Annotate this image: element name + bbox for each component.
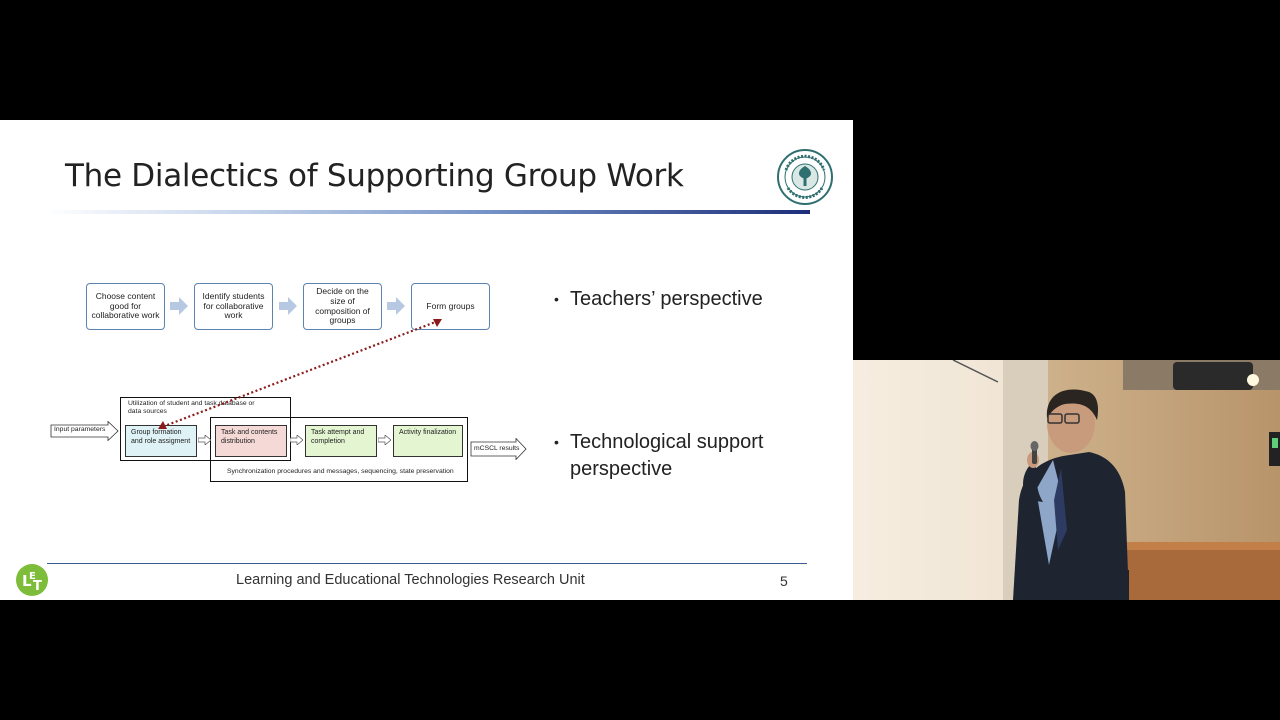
utilization-frame [120,397,291,461]
slide-page-number: 5 [780,573,788,589]
output-arrow-icon [470,438,527,460]
bullet-teachers-text: Teachers’ perspective [570,288,763,310]
mcscl-results-label: mCSCL results [474,445,520,452]
flow-arrow-icon [170,297,188,315]
stage-task-attempt: Task attempt and completion [305,425,377,457]
footer-rule [47,563,807,564]
synchronization-frame [210,417,468,482]
dotted-connector-arrow [158,319,442,429]
input-arrow-icon [50,421,119,441]
title-underline [44,210,810,214]
bullet-technological: • Technological support perspective [554,429,800,483]
flow-arrow-icon [279,297,297,315]
synchronization-label: Synchronization procedures and messages,… [227,468,454,475]
let-lab-logo-icon: L E T [16,564,48,596]
bullet-dot-icon: • [554,291,559,307]
footer-unit-name: Learning and Educational Technologies Re… [236,572,585,588]
flow-step-identify-students: Identify students for collaborative work [194,283,273,330]
speaker-image [853,360,1280,600]
stage-arrow-icon [198,435,211,445]
svg-text:L: L [22,572,32,590]
stage-group-formation: Group formation and role assigment [125,425,197,457]
flow-step-decide-size: Decide on the size of composition of gro… [303,283,382,330]
presentation-slide: The Dialectics of Supporting Group Work … [0,120,853,600]
bullet-technological-text: Technological support perspective [570,431,764,480]
speaker-video-feed [853,360,1280,600]
svg-text:T: T [33,579,42,594]
slide-title: The Dialectics of Supporting Group Work [65,158,684,194]
stage-task-distribution: Task and contents distribution [215,425,287,457]
university-seal-icon [777,149,833,205]
svg-text:E: E [29,571,36,582]
stage-arrow-icon [378,435,391,445]
flow-step-choose-content: Choose content good for collaborative wo… [86,283,165,330]
stage-arrow-icon [290,435,303,445]
bullet-dot-icon: • [554,434,559,450]
utilization-label: Utilization of student and task database… [128,400,255,416]
bullet-teachers: • Teachers’ perspective [554,286,763,313]
stage-activity-finalization: Activity finalization [393,425,463,457]
input-parameters-label: Input parameters [54,426,106,433]
flow-step-form-groups: Form groups [411,283,490,330]
flow-arrow-icon [387,297,405,315]
